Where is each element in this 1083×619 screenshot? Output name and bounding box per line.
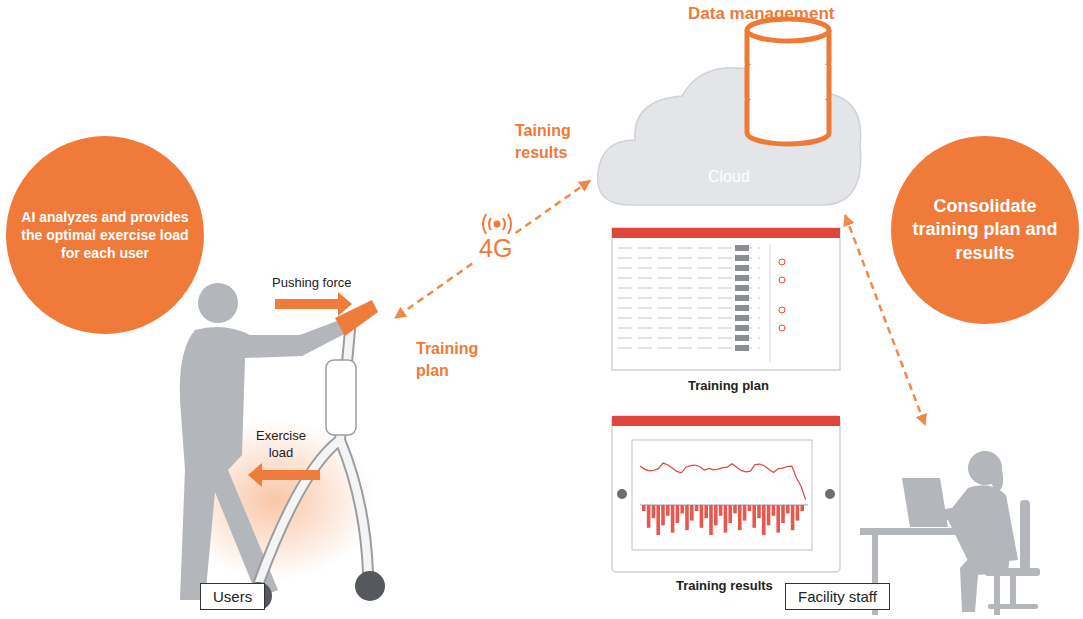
load-bar [748, 505, 752, 511]
chart-frame [632, 440, 812, 550]
load-bar [743, 505, 747, 521]
row-button [735, 245, 749, 251]
load-bar [700, 505, 704, 528]
network-label: 4G [476, 234, 515, 263]
walker [244, 292, 385, 610]
load-bar [800, 505, 804, 511]
signal-waves [483, 214, 511, 234]
row-button [735, 325, 749, 331]
group-tag: Users [200, 583, 265, 610]
speed-line [640, 463, 806, 499]
load-bar [791, 505, 795, 530]
row-button [735, 255, 749, 261]
radio-option [779, 277, 785, 283]
chair-pole [1010, 576, 1016, 606]
dashed-connector [395, 181, 590, 318]
plan-screenshot [612, 228, 840, 370]
load-bar [714, 505, 718, 525]
load-bar [709, 505, 713, 535]
load-bar [796, 505, 800, 521]
load-bar [656, 505, 660, 535]
load-bar [704, 505, 708, 518]
load-bar [728, 505, 732, 523]
screen-header [612, 228, 840, 238]
staff-group: Facility staff [780, 425, 1078, 619]
database-segment [747, 100, 829, 144]
cloud-label: Cloud [708, 168, 750, 186]
load-bar [752, 505, 756, 528]
cloud-shape [598, 63, 861, 205]
load-bar [757, 505, 761, 518]
load-bar [786, 505, 790, 513]
circle-fill [6, 136, 204, 334]
load-bar [680, 505, 684, 513]
nav-button [617, 489, 627, 499]
row-button [735, 305, 749, 311]
load-bar [762, 505, 766, 535]
radio-option [779, 307, 785, 313]
circle-fill [891, 136, 1079, 324]
screen-frame [612, 416, 840, 572]
load-bar [671, 505, 675, 533]
staff-legs [960, 555, 1010, 612]
consolidate-callout-circle: Consolidate training plan and results [890, 135, 1080, 325]
load-bar [642, 505, 646, 511]
link-label: Taining results [515, 120, 595, 163]
screenshot-caption: Training plan [688, 378, 769, 393]
load-bar [767, 505, 771, 525]
database-icon [747, 19, 829, 144]
group-tag: Facility staff [785, 583, 890, 610]
callout-text: AI analyzes and provides the optimal exe… [21, 208, 189, 263]
results-screenshot [612, 416, 840, 572]
force-label: Exercise load [250, 428, 312, 462]
load-bar [647, 505, 651, 528]
load-bar [772, 505, 776, 516]
walker-body [326, 360, 356, 435]
load-bar [695, 505, 699, 511]
signal-icon [483, 214, 511, 234]
staff-body [926, 485, 1018, 565]
front-wheel [355, 571, 385, 601]
load-bar [685, 505, 689, 530]
chair-base [988, 604, 1038, 609]
row-button [735, 275, 749, 281]
load-bar [661, 505, 665, 525]
signal-dot [495, 222, 500, 227]
load-bar [690, 505, 694, 521]
screen-frame [612, 228, 840, 370]
row-button [735, 295, 749, 301]
user-head [198, 283, 238, 323]
row-button [735, 285, 749, 291]
load-bar [738, 505, 742, 530]
nav-button [825, 489, 835, 499]
load-bar [719, 505, 723, 516]
exercise-load-arrow [248, 463, 320, 487]
load-bar [776, 505, 780, 533]
screenshot-caption: Training results [676, 578, 773, 593]
force-label: Pushing force [272, 275, 352, 292]
link-label: Training plan [416, 338, 496, 381]
load-bar [652, 505, 656, 518]
load-bar [724, 505, 728, 533]
radio-option [779, 259, 785, 265]
divider [770, 244, 771, 362]
row-button [735, 265, 749, 271]
row-button [735, 335, 749, 341]
pushing-force-arrow [275, 292, 352, 316]
chair-seat [985, 568, 1040, 576]
load-bar [666, 505, 670, 516]
cloud-heading: Data management [688, 4, 834, 24]
load-bar [676, 505, 680, 523]
screen-header [612, 416, 840, 426]
row-button [735, 315, 749, 321]
radio-option [779, 325, 785, 331]
row-button [735, 345, 749, 351]
ai-callout-circle: AI analyzes and provides the optimal exe… [5, 135, 205, 335]
callout-text: Consolidate training plan and results [910, 195, 1060, 265]
load-bar [733, 505, 737, 513]
chair-back [1020, 500, 1030, 570]
cloud-storage: Data managementCloud [590, 0, 870, 215]
load-bar [781, 505, 785, 523]
